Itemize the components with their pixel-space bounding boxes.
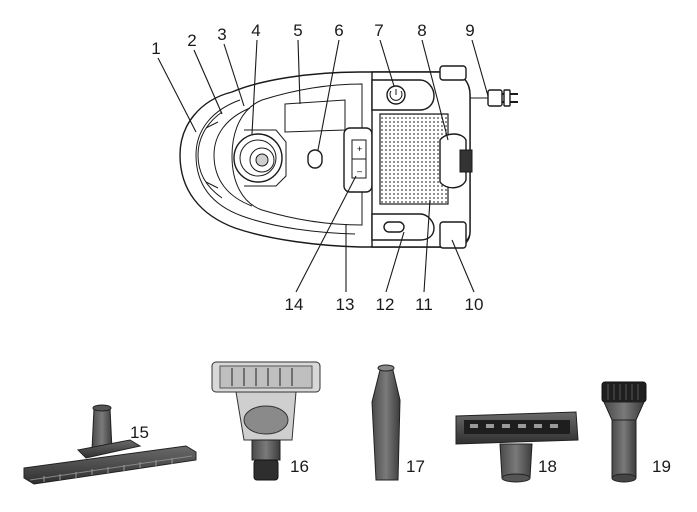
leader-7 [379,39,395,87]
accessory-turbo-brush: 16 [211,361,321,481]
callout-10: 10 [465,295,484,314]
callout-7: 7 [374,21,383,40]
accessory-label-18: 18 [538,457,557,476]
accessory-upholstery-nozzle: 18 [455,411,579,483]
leader-4 [251,39,258,135]
svg-text:+: + [357,144,362,154]
accessory-crevice-tool: 17 [371,364,425,481]
accessory-dusting-brush: 19 [601,381,671,483]
callout-5: 5 [293,21,302,40]
callout-1: 1 [151,39,160,58]
callout-2: 2 [187,31,196,50]
callouts-top: 1 2 3 4 5 6 7 8 9 [151,21,489,151]
leader-8 [421,39,449,141]
accessory-floor-nozzle: 15 [23,404,197,485]
leader-5 [297,39,301,105]
leader-12 [385,231,405,293]
accessory-label-16: 16 [290,457,309,476]
callouts-bottom: 14 13 12 11 10 [285,175,484,314]
leader-9 [471,39,489,97]
callout-6: 6 [334,21,343,40]
callout-14: 14 [285,295,304,314]
callout-12: 12 [376,295,395,314]
vacuum-body: + – [179,65,518,249]
leader-2 [193,49,223,115]
callout-3: 3 [217,25,226,44]
callout-11: 11 [415,295,433,314]
callout-8: 8 [417,21,426,40]
callout-13: 13 [336,295,355,314]
accessory-label-19: 19 [652,457,671,476]
leader-11 [423,199,431,293]
accessory-label-15: 15 [130,423,149,442]
leader-6 [317,39,340,151]
leader-3 [223,43,245,107]
callout-9: 9 [465,21,474,40]
leader-1 [157,57,197,133]
leader-14 [295,175,357,293]
svg-text:–: – [357,166,362,176]
callout-4: 4 [251,21,260,40]
accessory-label-17: 17 [406,457,425,476]
leader-10 [451,239,475,293]
